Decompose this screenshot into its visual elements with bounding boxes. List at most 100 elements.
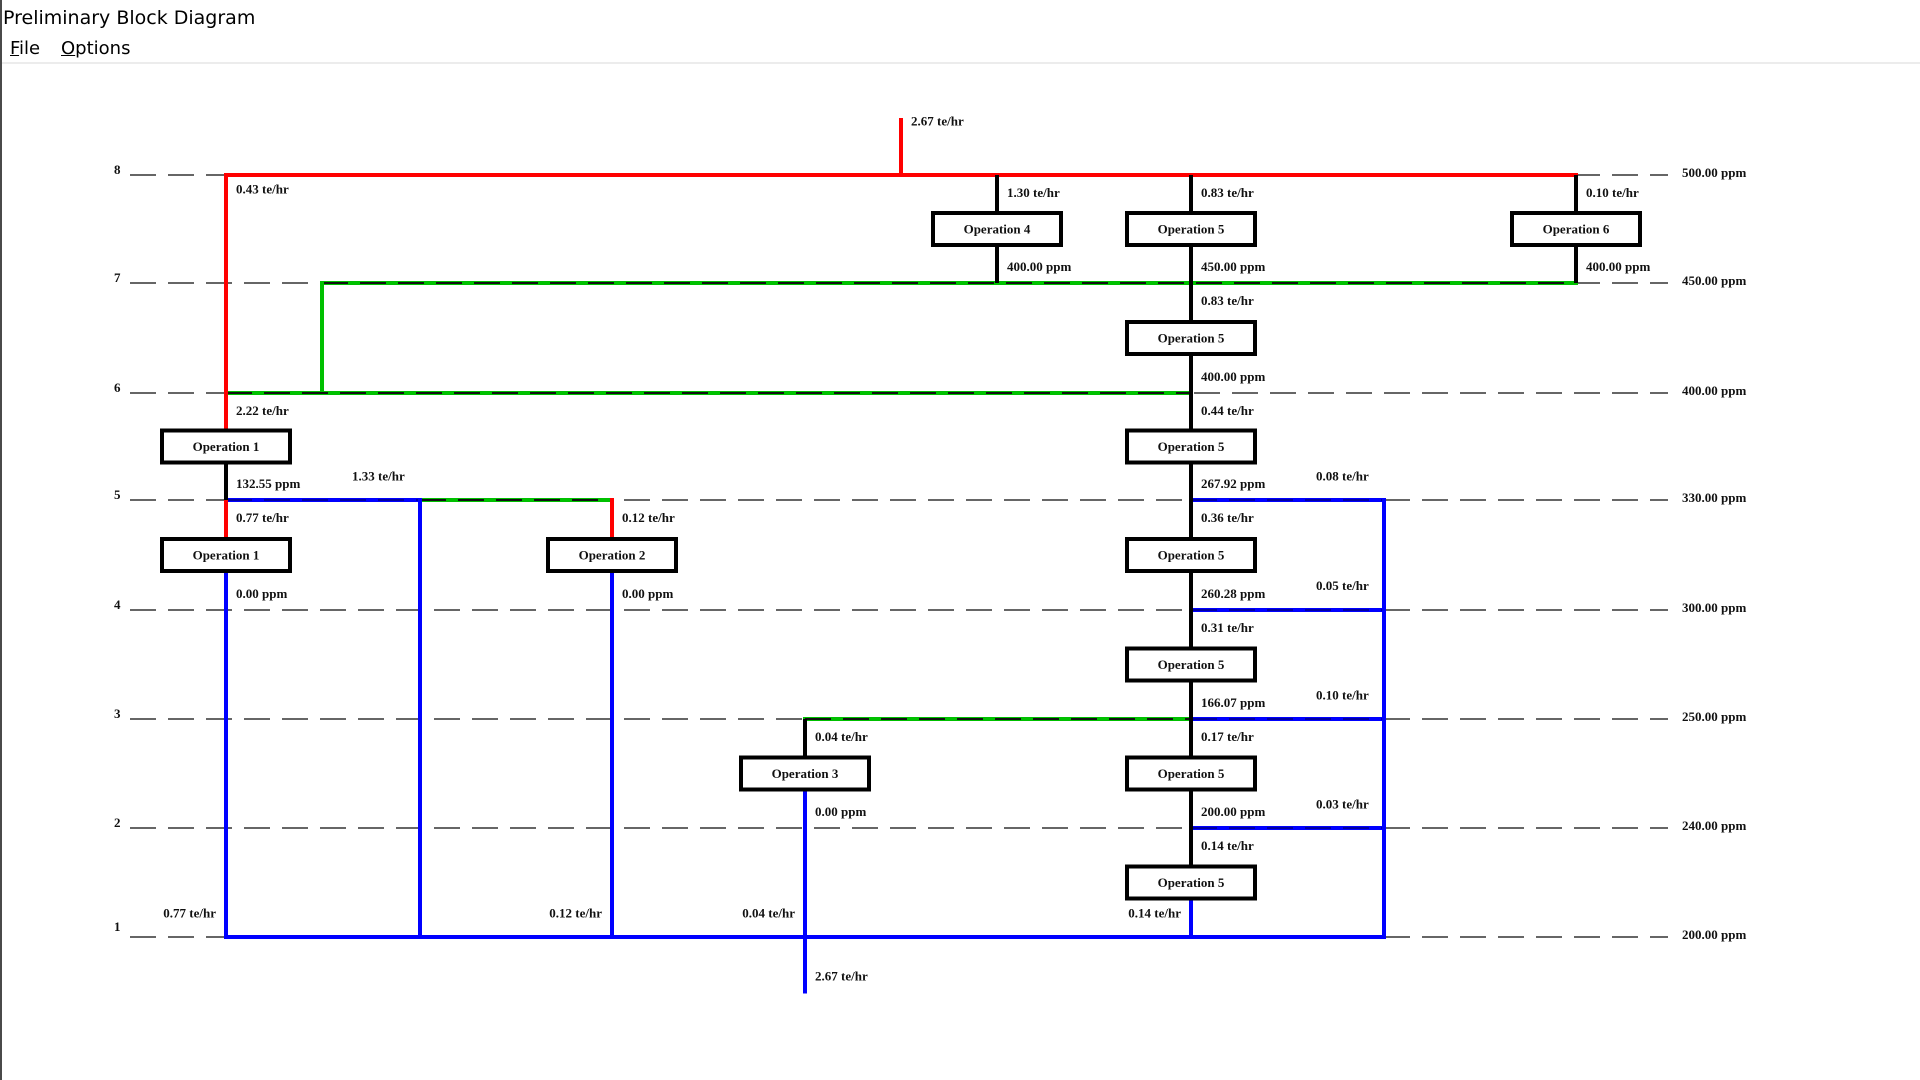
operation-outlet-concentration: 132.55 ppm — [236, 476, 300, 491]
stream-flow-label: 0.43 te/hr — [236, 181, 289, 196]
concentration-levels: 1 200.00 ppm 2 240.00 ppm 3 250.00 ppm 4 300.00… — [114, 162, 1746, 942]
level-number: 1 — [114, 919, 121, 934]
operation-outlet-concentration: 260.28 ppm — [1201, 586, 1265, 601]
operation-outlet-concentration: 0.00 ppm — [236, 586, 287, 601]
stream-flow-label: 0.77 te/hr — [163, 905, 216, 920]
operation-block[interactable]: Operation 5 — [1125, 320, 1257, 356]
operation-name: Operation 4 — [964, 222, 1031, 237]
menu-file-accel: F — [10, 38, 20, 59]
operation-name: Operation 3 — [772, 766, 839, 781]
level-number: 4 — [114, 597, 121, 612]
stream-flow-label: 0.03 te/hr — [1316, 796, 1369, 811]
operation-outlet-concentration: 267.92 ppm — [1201, 476, 1265, 491]
operation-box — [1125, 646, 1257, 683]
menu-options-accel: O — [61, 38, 76, 59]
operation-box — [1125, 755, 1257, 792]
stream-flow-label: 0.04 te/hr — [742, 905, 795, 920]
operation-block[interactable]: Operation 5 — [1125, 646, 1257, 683]
level-number: 7 — [114, 270, 121, 285]
level-concentration: 300.00 ppm — [1682, 600, 1746, 615]
operation-box — [160, 537, 292, 573]
stream-flow-label: 0.10 te/hr — [1316, 687, 1369, 702]
operation-outlet-concentration: 166.07 ppm — [1201, 695, 1265, 710]
operation-inlet-flow: 0.31 te/hr — [1201, 620, 1254, 635]
level-number: 2 — [114, 815, 121, 830]
streams — [224, 118, 1578, 994]
operation-name: Operation 5 — [1158, 439, 1225, 454]
operation-block[interactable]: Operation 2 — [546, 537, 678, 573]
window-left-border — [0, 0, 2, 1080]
level-concentration: 330.00 ppm — [1682, 490, 1746, 505]
menu-file-rest: ile — [19, 38, 41, 59]
window-title: Preliminary Block Diagram — [3, 7, 256, 29]
operation-inlet-flow: 0.14 te/hr — [1201, 838, 1254, 853]
operation-outlet-concentration: 400.00 ppm — [1007, 259, 1071, 274]
stream-flow-label: 0.14 te/hr — [1128, 905, 1181, 920]
operation-inlet-flow: 0.44 te/hr — [1201, 403, 1254, 418]
operation-inlet-flow: 2.22 te/hr — [236, 403, 289, 418]
operation-name: Operation 5 — [1158, 657, 1225, 672]
stream-flow-label: 0.05 te/hr — [1316, 578, 1369, 593]
stream-flow-label: 1.33 te/hr — [352, 469, 405, 484]
operation-name: Operation 1 — [193, 439, 260, 454]
operation-name: Operation 6 — [1543, 222, 1610, 237]
operation-box — [931, 211, 1063, 247]
level-concentration: 500.00 ppm — [1682, 165, 1746, 180]
menu-options[interactable]: Options — [61, 36, 130, 62]
operation-box — [1125, 537, 1257, 573]
operation-box — [1125, 428, 1257, 465]
operation-box — [1125, 211, 1257, 247]
operations: Operation 1 Operation 1 Operation 2 Operati… — [160, 175, 1642, 937]
operation-block[interactable]: Operation 5 — [1125, 537, 1257, 573]
operation-inlet-flow: 0.17 te/hr — [1201, 729, 1254, 744]
level-concentration: 450.00 ppm — [1682, 273, 1746, 288]
operation-box — [739, 755, 871, 792]
menu-separator — [2, 62, 1920, 64]
operation-block[interactable]: Operation 1 — [160, 428, 292, 465]
operation-block[interactable]: Operation 6 — [1510, 211, 1642, 247]
operation-block[interactable]: Operation 1 — [160, 537, 292, 573]
stream-flow-label: 0.12 te/hr — [549, 905, 602, 920]
level-concentration: 250.00 ppm — [1682, 709, 1746, 724]
operation-outlet-concentration: 450.00 ppm — [1201, 259, 1265, 274]
operation-inlet-flow: 0.83 te/hr — [1201, 293, 1254, 308]
operation-box — [1125, 320, 1257, 356]
operation-outlet-concentration: 400.00 ppm — [1586, 259, 1650, 274]
operation-name: Operation 5 — [1158, 766, 1225, 781]
operation-inlet-flow: 0.10 te/hr — [1586, 185, 1639, 200]
operation-block[interactable]: Operation 5 — [1125, 211, 1257, 247]
stream-flow-label: 2.67 te/hr — [815, 969, 868, 984]
level-number: 5 — [114, 487, 121, 502]
level-number: 6 — [114, 380, 121, 395]
operation-inlet-flow: 1.30 te/hr — [1007, 185, 1060, 200]
level-concentration: 200.00 ppm — [1682, 927, 1746, 942]
operation-name: Operation 1 — [193, 548, 260, 563]
operation-name: Operation 5 — [1158, 875, 1225, 890]
menu-bar: File Options — [0, 36, 1920, 62]
operation-block[interactable]: Operation 5 — [1125, 428, 1257, 465]
level-number: 3 — [114, 706, 121, 721]
operation-block[interactable]: Operation 4 — [931, 211, 1063, 247]
operation-box — [546, 537, 678, 573]
operation-outlet-concentration: 0.00 ppm — [815, 804, 866, 819]
operation-name: Operation 2 — [579, 548, 646, 563]
operation-outlet-concentration: 0.00 ppm — [622, 586, 673, 601]
menu-options-rest: ptions — [75, 38, 131, 59]
level-number: 8 — [114, 162, 121, 177]
operation-name: Operation 5 — [1158, 548, 1225, 563]
level-concentration: 240.00 ppm — [1682, 818, 1746, 833]
operation-box — [160, 428, 292, 465]
operation-name: Operation 5 — [1158, 331, 1225, 346]
menu-file[interactable]: File — [10, 36, 40, 62]
operation-outlet-concentration: 200.00 ppm — [1201, 804, 1265, 819]
operation-box — [1510, 211, 1642, 247]
operation-block[interactable]: Operation 3 — [739, 755, 871, 792]
operation-block[interactable]: Operation 5 — [1125, 755, 1257, 792]
level-concentration: 400.00 ppm — [1682, 383, 1746, 398]
operation-inlet-flow: 0.36 te/hr — [1201, 510, 1254, 525]
operation-block[interactable]: Operation 5 — [1125, 864, 1257, 901]
operation-box — [1125, 864, 1257, 901]
operation-inlet-flow: 0.04 te/hr — [815, 729, 868, 744]
